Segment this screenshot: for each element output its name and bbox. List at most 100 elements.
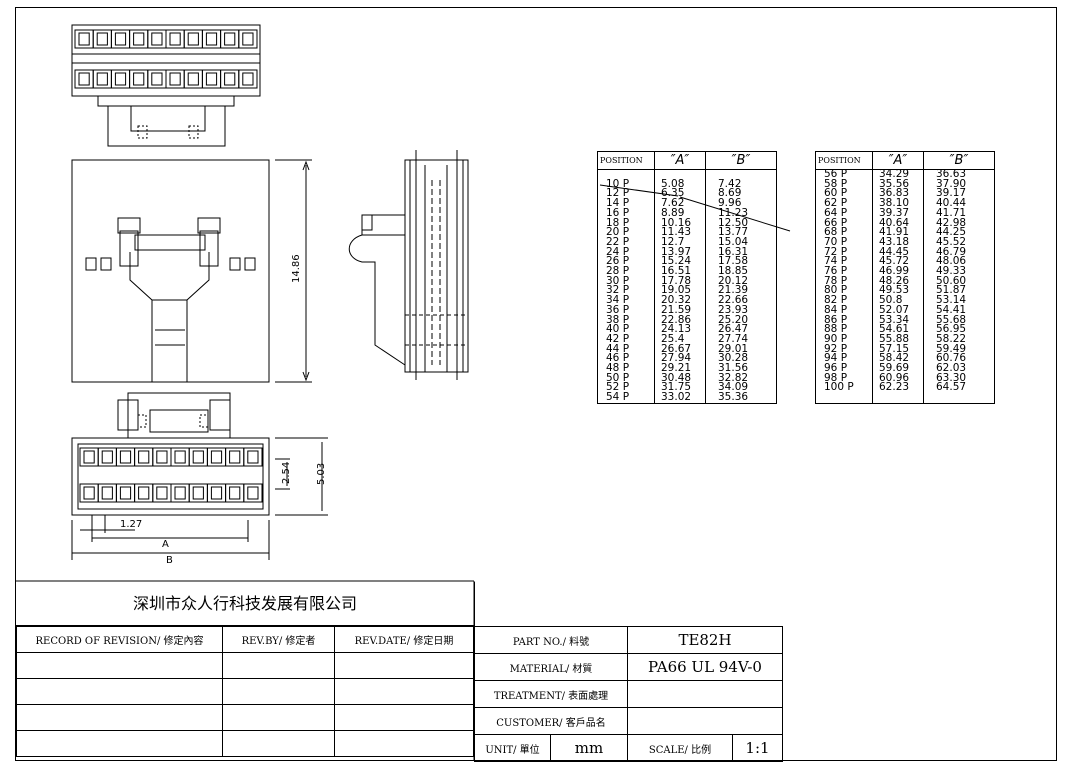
cell-b: 27.74: [705, 334, 777, 345]
cell-b: 8.69: [705, 188, 777, 200]
unit-label: UNIT/ 單位: [474, 734, 551, 762]
part-info-table: PART NO./ 料號 TE82H MATERIAL/ 材質 PA66 UL …: [474, 626, 783, 762]
contact-cavity-inner: [210, 486, 223, 500]
contact-cavity-inner: [174, 450, 186, 464]
customer-label: CUSTOMER/ 客戶品名: [474, 707, 628, 735]
header-position: POSITION: [597, 151, 655, 170]
dim-height-label: 14.86: [291, 254, 302, 283]
table-row: [815, 393, 995, 404]
contact-cavity-inner: [133, 72, 145, 86]
contact-cavity-inner: [96, 32, 108, 46]
contact-cavity-inner: [156, 450, 168, 464]
cell-b: 56.95: [923, 324, 995, 335]
cell-b: 51.87: [923, 285, 995, 297]
contact-cavity-inner: [247, 486, 259, 500]
contact-cavity-inner: [169, 32, 181, 46]
contact-cavity-inner: [78, 72, 90, 86]
contact-cavity-inner: [205, 32, 218, 46]
cell-b: 63.30: [923, 373, 995, 384]
dim-row-pitch-label: 2.54: [281, 462, 292, 484]
dim-b-label: B: [166, 555, 173, 566]
contact-cavity-inner: [151, 32, 163, 46]
contact-cavity: [243, 447, 263, 467]
contact-cavity-inner: [138, 450, 150, 464]
cell-b: 58.22: [923, 334, 995, 345]
contact-cavity-inner: [210, 450, 223, 464]
scale-label: SCALE/ 比例: [627, 734, 733, 762]
cell-b: 26.47: [705, 324, 777, 335]
cell-b: 53.14: [923, 295, 995, 306]
cell-b: 7.42: [705, 179, 777, 190]
side-view: [348, 150, 469, 380]
cell-b: 44.25: [923, 227, 995, 238]
cell-b: 23.93: [705, 305, 777, 316]
header-b: ″B″: [923, 151, 995, 170]
cell-a: 62.23: [872, 382, 924, 394]
cell-b: 40.44: [923, 198, 995, 209]
contact-cavity-inner: [242, 72, 254, 86]
record-of-revision-header: RECORD OF REVISION/ 修定內容: [16, 626, 223, 653]
dim-a-label: A: [162, 539, 169, 550]
cell-b: 21.39: [705, 285, 777, 297]
contact-cavity-inner: [101, 450, 113, 464]
material-value: PA66 UL 94V-0: [627, 653, 783, 681]
cell-b: 36.63: [923, 169, 995, 180]
contact-cavity: [238, 29, 258, 49]
cell-pos: 100 P: [815, 382, 873, 394]
contact-cavity-inner: [156, 486, 168, 500]
part-no-label: PART NO./ 料號: [474, 626, 628, 654]
contact-cavity-inner: [133, 32, 145, 46]
contact-cavity-inner: [192, 450, 204, 464]
contact-cavity-inner: [187, 32, 199, 46]
contact-cavity-inner: [83, 486, 95, 500]
header-b: ″B″: [705, 151, 777, 170]
contact-cavity-inner: [229, 486, 241, 500]
cell-b: 30.28: [705, 353, 777, 365]
contact-cavity-inner: [224, 32, 236, 46]
cell-b: 49.33: [923, 266, 995, 277]
cell-b: 32.82: [705, 373, 777, 384]
contact-cavity-inner: [151, 72, 163, 86]
cell-b: 11.23: [705, 208, 777, 219]
contact-cavity-inner: [229, 450, 241, 464]
cell-b: 13.77: [705, 227, 777, 238]
lower-top-view: [117, 392, 231, 439]
contact-cavity-inner: [187, 72, 199, 86]
cell-b: 59.49: [923, 344, 995, 355]
cell-b: 45.52: [923, 237, 995, 248]
contact-cavity-inner: [174, 486, 186, 500]
cell-b: [705, 169, 777, 180]
material-label: MATERIAL/ 材質: [474, 653, 628, 681]
top-view: [71, 24, 261, 147]
dim-overall-label: 5.03: [316, 463, 327, 485]
company-name: 深圳市众人行科技发展有限公司: [16, 582, 475, 626]
